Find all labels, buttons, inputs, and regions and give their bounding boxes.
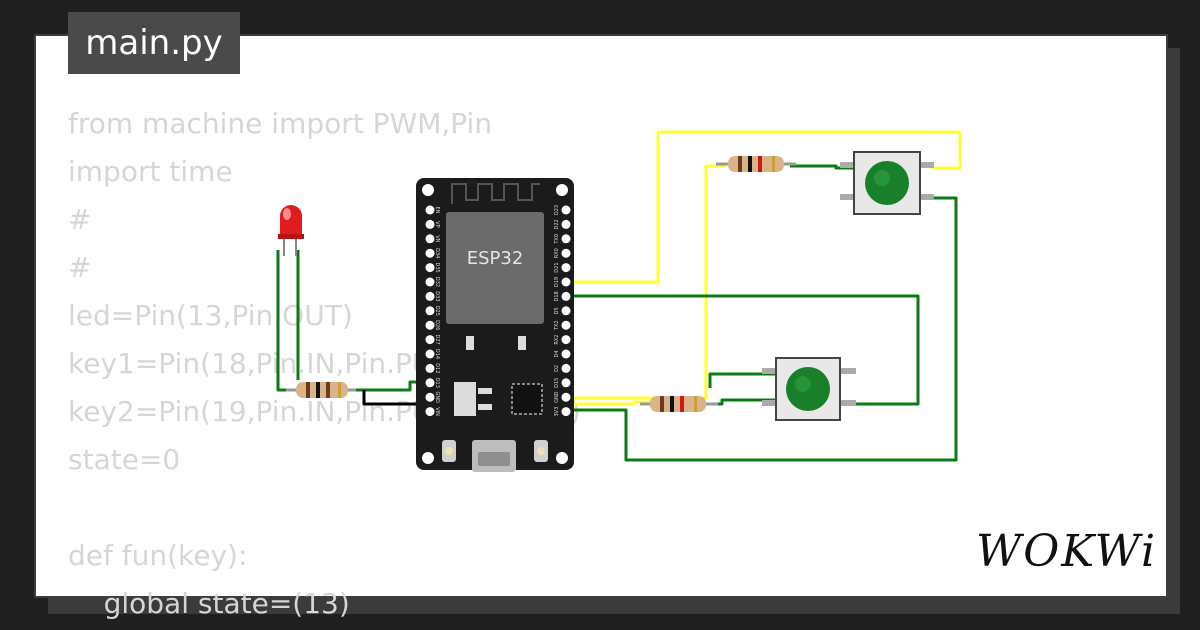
code-line: from machine import PWM,Pin bbox=[68, 107, 493, 140]
pin-hole[interactable] bbox=[561, 234, 571, 244]
pin-hole[interactable] bbox=[425, 378, 435, 388]
pin-label: D2 bbox=[554, 365, 560, 372]
pin-hole[interactable] bbox=[561, 363, 571, 373]
pin-hole[interactable] bbox=[425, 335, 435, 345]
wire-green-mid bbox=[708, 372, 776, 388]
code-line: led=Pin(13,Pin.OUT) bbox=[68, 299, 353, 332]
pin-label: EN bbox=[434, 207, 440, 214]
pin-hole[interactable] bbox=[425, 277, 435, 287]
pin-label: D33 bbox=[434, 291, 440, 301]
pin-hole[interactable] bbox=[561, 407, 571, 417]
pin-label: D14 bbox=[434, 349, 440, 359]
pin-hole[interactable] bbox=[561, 205, 571, 215]
pin-hole[interactable] bbox=[561, 291, 571, 301]
pin-label: D18 bbox=[554, 291, 560, 301]
pin-label: RX2 bbox=[554, 335, 560, 345]
pin-hole[interactable] bbox=[561, 277, 571, 287]
pin-hole[interactable] bbox=[561, 248, 571, 258]
pin-hole[interactable] bbox=[425, 263, 435, 273]
pin-label: D12 bbox=[434, 363, 440, 373]
pin-label: D32 bbox=[434, 277, 440, 287]
pin-label: TX2 bbox=[554, 320, 560, 331]
file-tab-main[interactable]: main.py bbox=[68, 12, 240, 74]
code-line: # bbox=[68, 251, 92, 284]
pin-label: 3V3 bbox=[554, 407, 560, 417]
resistor-icon[interactable] bbox=[640, 396, 718, 412]
pin-label: D4 bbox=[554, 350, 560, 357]
pin-label: D26 bbox=[434, 320, 440, 330]
pin-label: D19 bbox=[554, 277, 560, 287]
pin-hole[interactable] bbox=[561, 219, 571, 229]
pin-label: TX0 bbox=[554, 234, 560, 245]
wire-yellow-mid bbox=[568, 164, 726, 400]
resistor-icon[interactable] bbox=[716, 156, 796, 172]
pin-hole[interactable] bbox=[425, 248, 435, 258]
pin-label: D22 bbox=[554, 219, 560, 229]
pin-label: D5 bbox=[554, 307, 560, 314]
pin-label: VIN bbox=[434, 407, 440, 416]
pin-label: D25 bbox=[434, 306, 440, 316]
pushbutton-icon[interactable] bbox=[762, 357, 856, 421]
code-line: global state=(13) bbox=[68, 587, 350, 620]
code-line: state=0 bbox=[68, 443, 181, 476]
wire-green-led bbox=[276, 250, 296, 392]
wokwi-logo: WOKWi bbox=[976, 526, 1158, 577]
pin-hole[interactable] bbox=[561, 320, 571, 330]
pin-label: GND bbox=[434, 391, 440, 403]
pin-label: D23 bbox=[554, 205, 560, 215]
wire-green-key1 bbox=[568, 294, 920, 406]
pin-label: D35 bbox=[434, 262, 440, 272]
pin-hole[interactable] bbox=[425, 407, 435, 417]
pin-label: D21 bbox=[554, 262, 560, 272]
pin-hole[interactable] bbox=[425, 363, 435, 373]
led-icon[interactable] bbox=[278, 205, 304, 256]
wire-yellow-top bbox=[568, 130, 962, 284]
resistor-icon[interactable] bbox=[286, 382, 356, 398]
wire-green-3v3 bbox=[568, 196, 958, 462]
wire-yellow-low bbox=[568, 400, 652, 406]
code-line: import time bbox=[68, 155, 233, 188]
code-line: def fun(key): bbox=[68, 539, 248, 572]
pin-label: RX0 bbox=[554, 248, 560, 258]
pin-label: D15 bbox=[554, 378, 560, 388]
pin-hole[interactable] bbox=[425, 234, 435, 244]
project-card bbox=[34, 34, 1168, 598]
wire-black-gnd bbox=[362, 390, 430, 406]
pin-label: VP bbox=[434, 221, 440, 227]
pin-hole[interactable] bbox=[425, 205, 435, 215]
pin-label: D13 bbox=[434, 378, 440, 388]
pin-label: GND bbox=[554, 391, 560, 403]
pin-hole[interactable] bbox=[561, 378, 571, 388]
pin-hole[interactable] bbox=[425, 291, 435, 301]
pin-label: VN bbox=[434, 235, 440, 242]
pin-hole[interactable] bbox=[561, 335, 571, 345]
board-label: ESP32 bbox=[467, 248, 524, 269]
pin-hole[interactable] bbox=[561, 306, 571, 316]
pin-label: D27 bbox=[434, 334, 440, 344]
pin-hole[interactable] bbox=[425, 392, 435, 402]
pushbutton-icon[interactable] bbox=[840, 151, 934, 215]
pin-hole[interactable] bbox=[561, 349, 571, 359]
pin-hole[interactable] bbox=[561, 263, 571, 273]
pin-hole[interactable] bbox=[425, 320, 435, 330]
code-line: # bbox=[68, 203, 92, 236]
pin-hole[interactable] bbox=[561, 392, 571, 402]
pin-hole[interactable] bbox=[425, 349, 435, 359]
pin-hole[interactable] bbox=[425, 306, 435, 316]
pin-hole[interactable] bbox=[425, 219, 435, 229]
pin-label: D34 bbox=[434, 248, 440, 258]
